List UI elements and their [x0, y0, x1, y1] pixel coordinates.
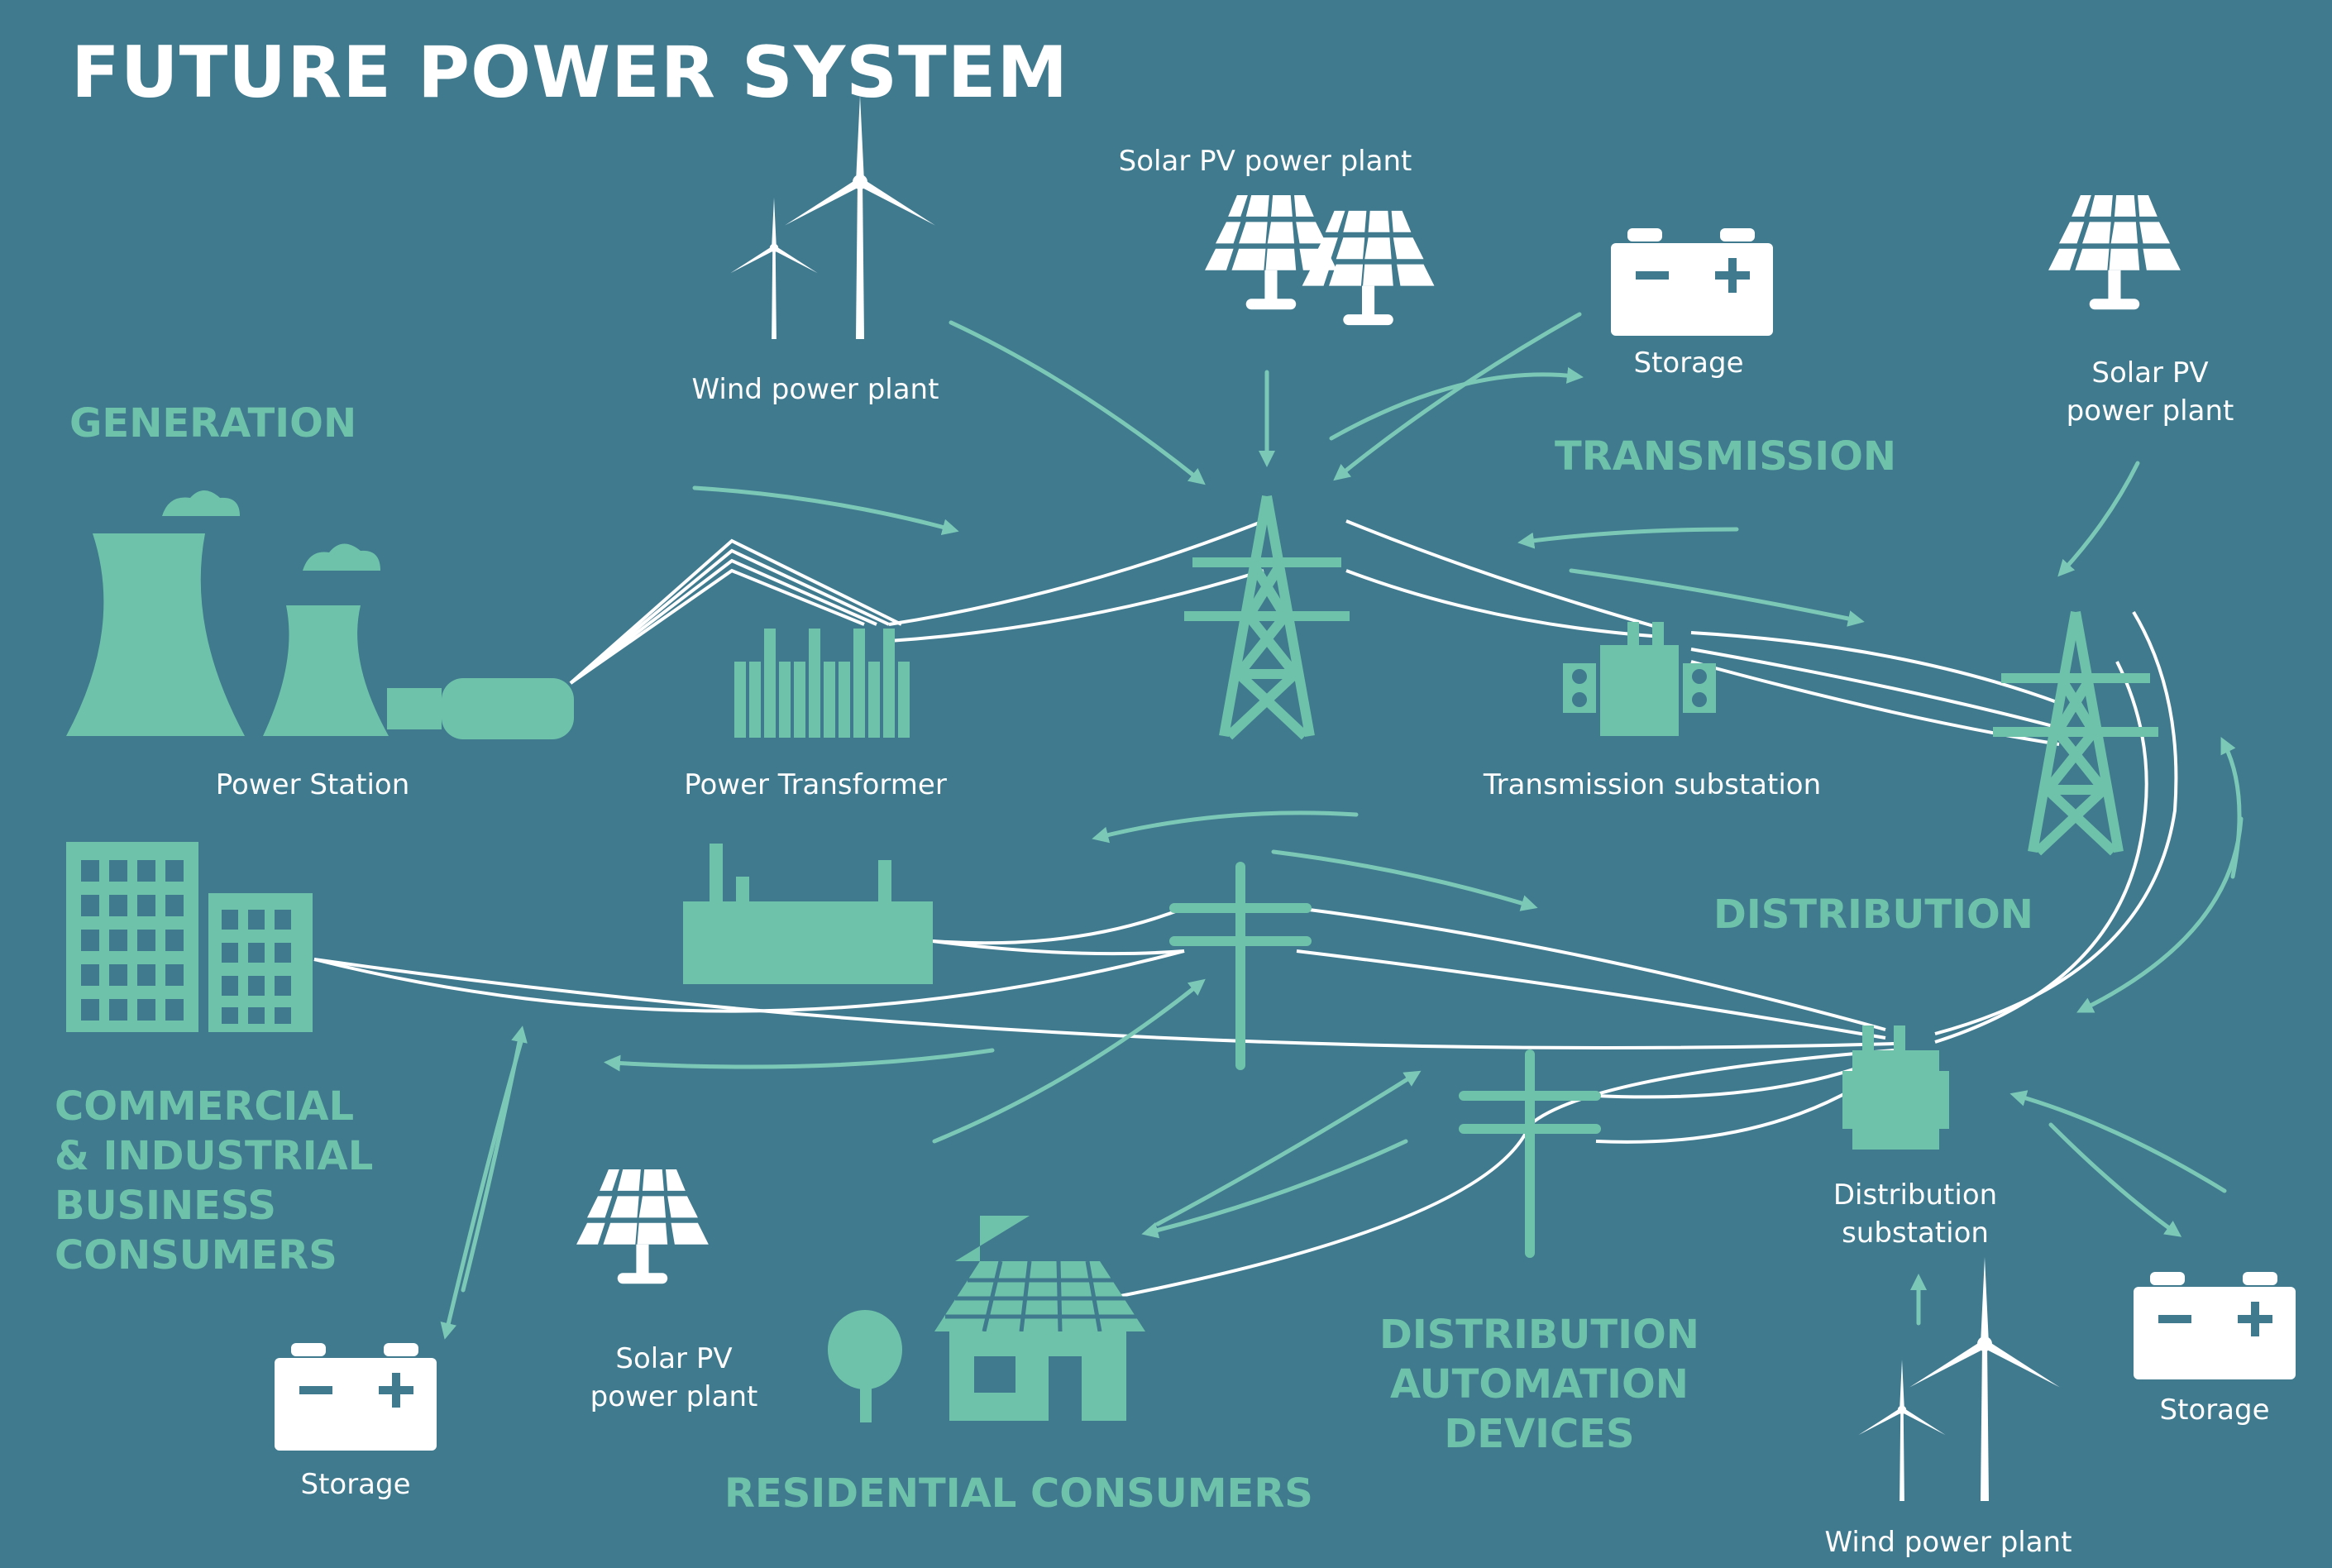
flow-arrow-icon — [2220, 737, 2242, 879]
label-transmission-substation: Transmission substation — [1483, 768, 1822, 801]
wind-turbine-icon — [729, 95, 938, 339]
label-distribution-substation: Distribution substation — [1833, 1178, 1998, 1250]
section-residential: RESIDENTIAL CONSUMERS — [724, 1470, 1313, 1517]
transformer-icon — [734, 629, 910, 738]
flow-arrow-icon — [1092, 810, 1359, 844]
cooling-tower-icon — [66, 490, 389, 736]
label-wind-bottom: Wind power plant — [1824, 1526, 2072, 1559]
battery-icon — [2134, 1272, 2296, 1379]
flow-arrow-icon — [1329, 366, 1584, 441]
section-transmission: TRANSMISSION — [1555, 433, 1897, 480]
flow-arrow-icon — [1271, 849, 1538, 911]
flow-arrow-icon — [2048, 1122, 2182, 1237]
label-solar-bottom: Solar PV power plant — [590, 1342, 758, 1413]
substation-icon — [1563, 622, 1716, 736]
flow-arrow-icon — [604, 1048, 995, 1072]
substation-icon — [1842, 1025, 1949, 1150]
power-lines — [313, 519, 2178, 1300]
flow-arrow-icon — [2057, 461, 2140, 577]
label-power-transformer: Power Transformer — [684, 768, 947, 801]
section-automation: DISTRIBUTION AUTOMATION DEVICES — [1379, 1312, 1699, 1457]
flow-arrow-icon — [1155, 1070, 1422, 1226]
flow-arrow-icon — [692, 485, 959, 536]
label-power-station: Power Station — [215, 768, 410, 801]
generator-icon — [387, 678, 574, 739]
battery-icon — [275, 1343, 437, 1451]
flow-arrow-icon — [949, 320, 1206, 485]
flow-arrow-icon — [2009, 1090, 2227, 1193]
tree-icon — [828, 1310, 902, 1422]
house-icon — [934, 1216, 1145, 1421]
flow-arrow-icon — [2076, 816, 2244, 1013]
label-storage-left: Storage — [300, 1468, 411, 1501]
label-storage-top: Storage — [1633, 347, 1744, 380]
solar-panel-icon — [1205, 195, 1337, 310]
factory-icon — [683, 844, 933, 984]
utility-pole-icon — [1174, 867, 1307, 1065]
section-distribution: DISTRIBUTION — [1713, 892, 2033, 938]
flow-arrow-icon — [461, 1025, 528, 1293]
flow-arrow-icon — [1569, 568, 1865, 627]
battery-icon — [1611, 228, 1773, 336]
section-generation: GENERATION — [69, 400, 357, 447]
utility-pole-icon — [1464, 1054, 1596, 1253]
transmission-tower-icon — [1993, 612, 2158, 852]
label-solar-top: Solar PV power plant — [1118, 145, 1412, 178]
flow-arrow-icon — [1333, 312, 1582, 481]
label-storage-right: Storage — [2159, 1394, 2270, 1427]
wind-turbine-icon — [1857, 1257, 2062, 1501]
solar-panel-icon — [576, 1169, 709, 1284]
solar-panel-icon — [2048, 195, 2181, 310]
flow-arrow-icon — [932, 978, 1206, 1144]
office-building-icon — [66, 842, 313, 1032]
flow-arrow-icon — [1141, 1139, 1408, 1239]
flow-arrows — [440, 312, 2244, 1340]
label-solar-right: Solar PV power plant — [2066, 356, 2234, 428]
transmission-tower-icon — [1184, 496, 1350, 736]
section-commercial-industrial: COMMERCIAL & INDUSTRIAL BUSINESS CONSUME… — [55, 1083, 374, 1279]
page-title: FUTURE POWER SYSTEM — [71, 31, 1069, 114]
flow-arrow-icon — [1517, 527, 1739, 549]
label-wind-top: Wind power plant — [691, 373, 939, 406]
